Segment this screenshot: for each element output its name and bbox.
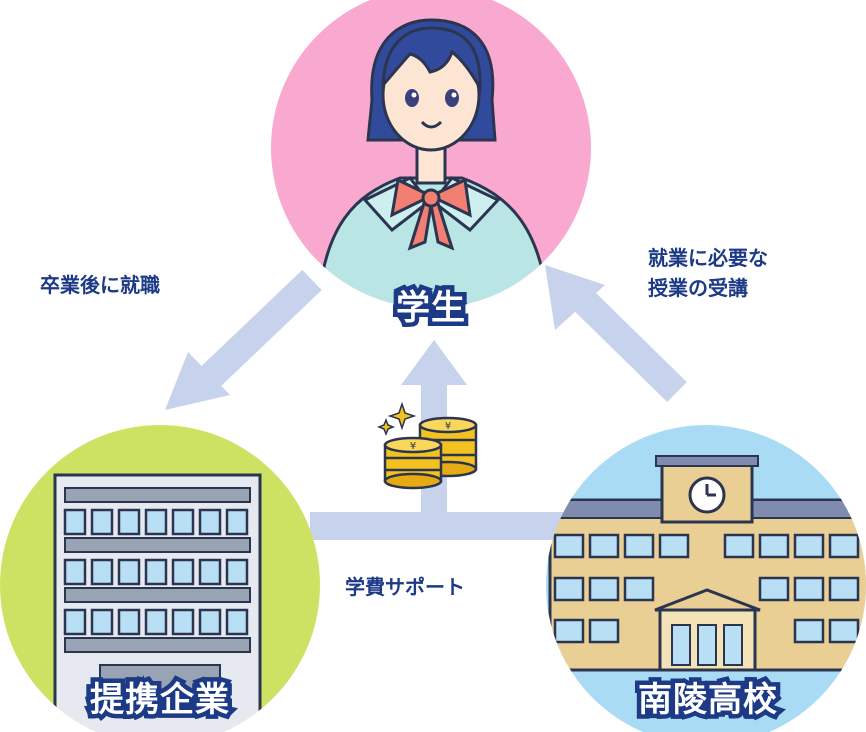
clock-icon — [688, 476, 726, 514]
lessons-label-line2: 授業の受講 — [648, 276, 748, 300]
employment-label: 卒業後に就職 — [40, 273, 160, 297]
girl-student-illustration — [316, 18, 550, 307]
lessons-label-line1: 就業に必要な — [648, 246, 768, 270]
lessons-label: 就業に必要な 授業の受講 — [648, 243, 768, 303]
student-title: 学生 — [392, 284, 470, 333]
tuition-support-label: 学費サポート — [345, 575, 465, 599]
arrow-school-to-student — [545, 265, 687, 402]
company-node — [0, 425, 320, 732]
student-node — [271, 0, 591, 308]
svg-text:¥: ¥ — [410, 441, 416, 452]
coin-stack-icon: ¥ ¥ — [383, 416, 478, 490]
company-title: 提携企業 — [86, 676, 234, 725]
svg-text:¥: ¥ — [445, 421, 451, 432]
school-title: 南陵高校 — [634, 676, 782, 725]
office-building-icon — [53, 473, 262, 732]
school-node — [546, 425, 866, 732]
arrow-student-to-company — [165, 269, 322, 410]
sparkle-icon — [376, 401, 417, 437]
